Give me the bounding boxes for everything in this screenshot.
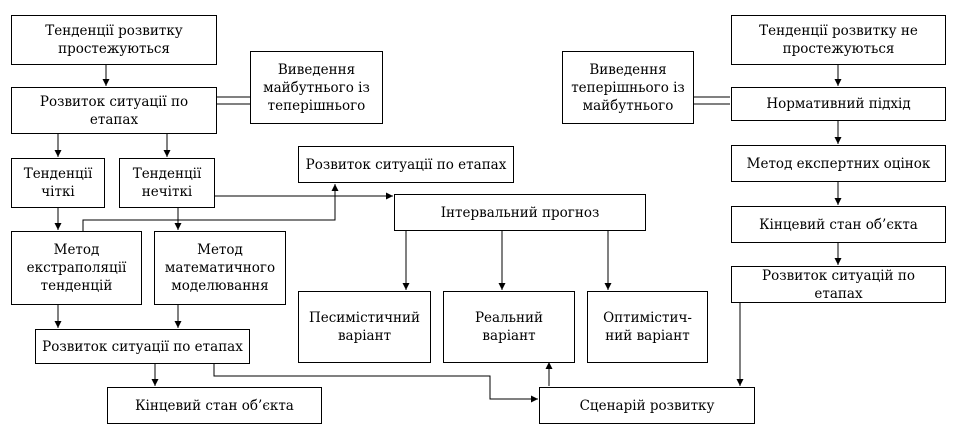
staged-development-bottom-box: Розвиток ситуації по етапах bbox=[35, 329, 250, 364]
arrow-extrapolation-to-center-staged bbox=[82, 184, 339, 231]
staged-development-box: Розвиток ситуації по етапах bbox=[11, 87, 217, 134]
final-state-left-box: Кінцевий стан об’єкта bbox=[107, 387, 322, 424]
math-modeling-method-box: Метод математичного моделювання bbox=[154, 231, 286, 305]
staged-development-right-box: Розвиток ситуацій по етапах bbox=[731, 266, 946, 303]
optimistic-variant-box: Оптимістич- ний варіант bbox=[587, 291, 708, 363]
trends-traced-box: Тенденції розвитку простежуються bbox=[11, 15, 217, 65]
expert-method-box: Метод експертних оцінок bbox=[731, 145, 946, 182]
trends-clear-box: Тенденції чіткі bbox=[11, 158, 105, 208]
pessimistic-variant-box: Песимістичний варіант bbox=[298, 291, 431, 363]
real-variant-box: Реальний варіант bbox=[443, 291, 575, 363]
interval-forecast-box: Інтервальний прогноз bbox=[394, 194, 646, 231]
present-from-future-box: Виведення теперішнього із майбутнього bbox=[562, 51, 694, 124]
final-state-right-box: Кінцевий стан об’єкта bbox=[731, 206, 946, 243]
staged-development-center-box: Розвиток ситуації по етапах bbox=[298, 146, 514, 183]
extrapolation-method-box: Метод екстраполяції тенденцій bbox=[11, 231, 142, 305]
future-from-present-box: Виведення майбутнього із теперішнього bbox=[250, 51, 383, 124]
scenario-box: Сценарій розвитку bbox=[539, 387, 755, 424]
trends-not-traced-box: Тенденції розвитку не простежуються bbox=[731, 15, 946, 65]
normative-approach-box: Нормативний підхід bbox=[731, 87, 946, 121]
arrow-bottom-staged-to-scenario bbox=[213, 364, 538, 403]
trends-unclear-box: Тенденції нечіткі bbox=[119, 158, 215, 208]
